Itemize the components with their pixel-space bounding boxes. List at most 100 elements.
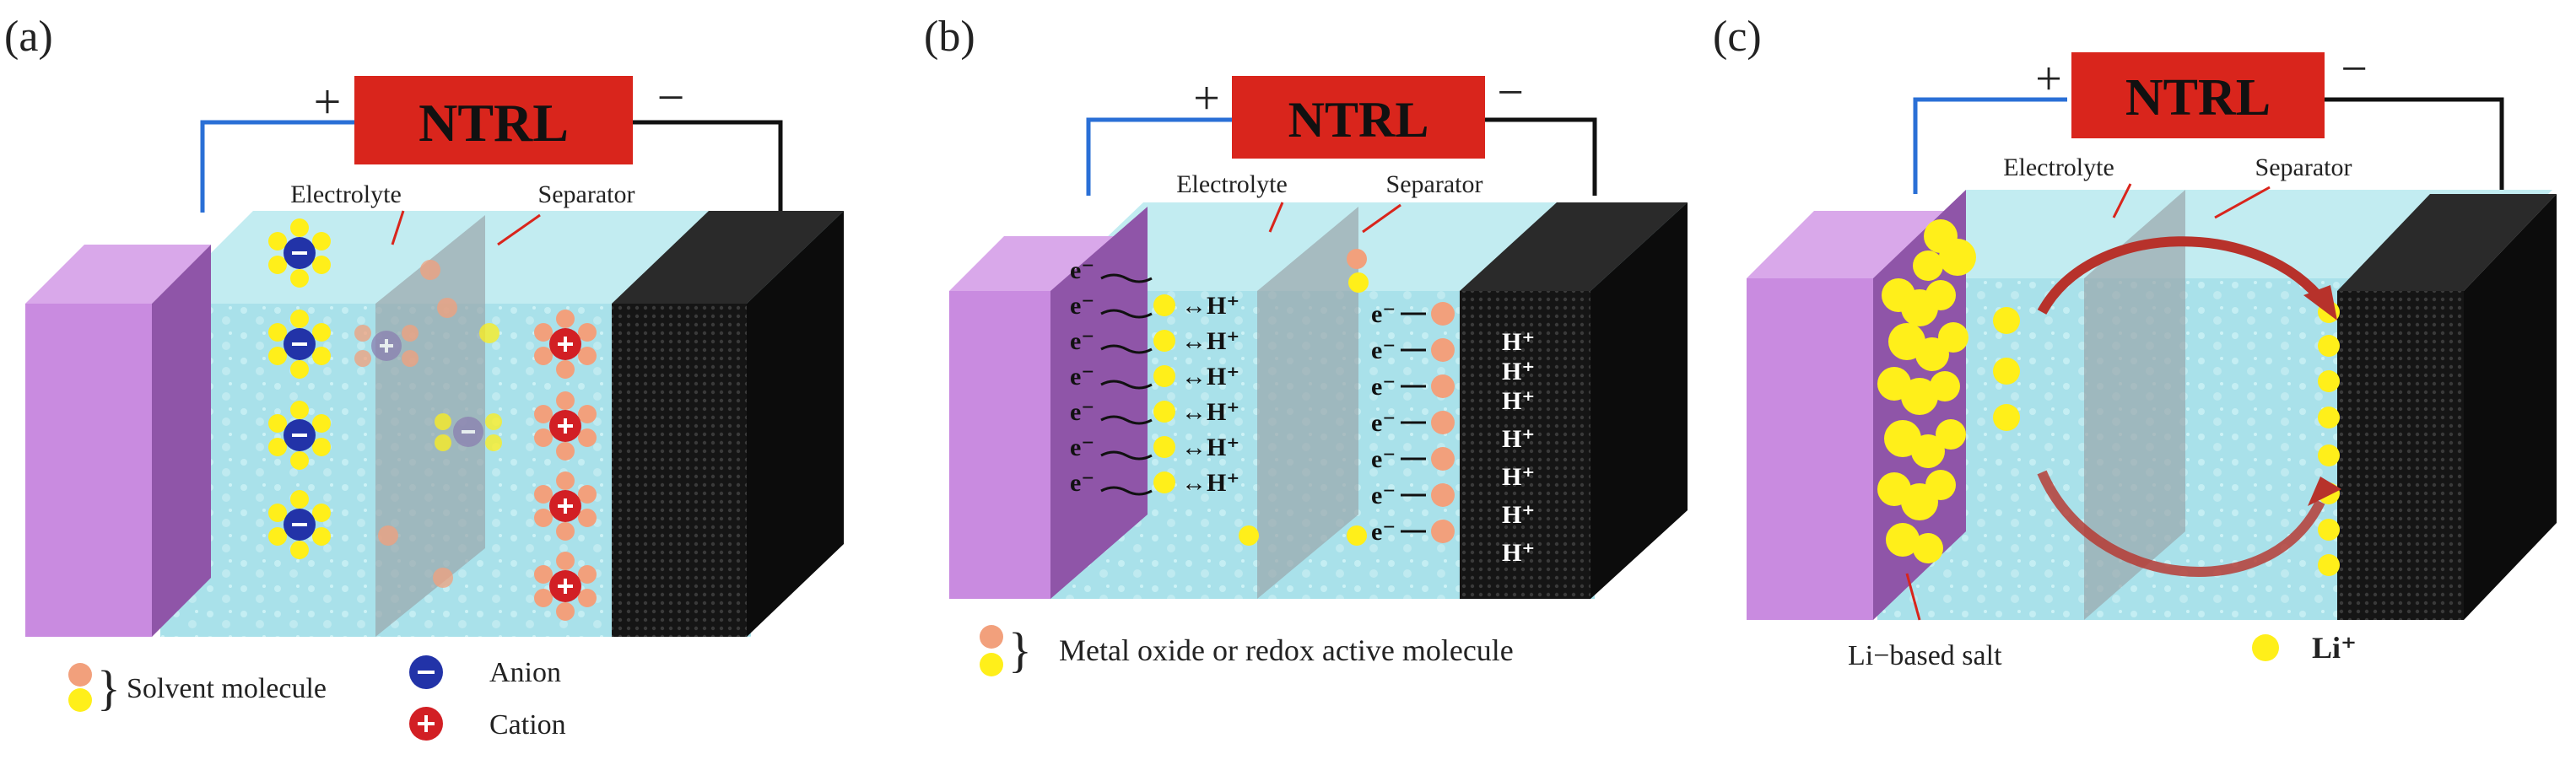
svg-text:e⁻: e⁻ [1371,482,1396,509]
legend-molecule-yellow [980,653,1003,676]
panel-b-minus-sign: − [1497,67,1524,119]
panel-c-arrow-bottom [2037,470,2325,577]
panel-a-plus-sign: + [314,74,342,129]
panel-b-legend: } Metal oxide or redox active molecule [980,622,1514,677]
panel-b-electrolyte-label: Electrolyte [1176,170,1288,198]
legend-solvent-label: Solvent molecule [127,673,327,704]
panel-c-salt-label: Li−based salt [1848,640,2002,671]
panel-c-separator-pointer [2214,186,2271,219]
cation-cluster [534,552,597,621]
cation-cluster [534,391,597,461]
panel-a-minus-sign: − [657,70,685,125]
legend-molecule-label: Metal oxide or redox active molecule [1059,633,1514,667]
panel-b-ntrl-label: NTRL [1288,92,1429,148]
anion-cluster [268,310,331,379]
cation-cluster [534,471,597,541]
panel-b-letter: (b) [924,13,975,61]
svg-text:↔H⁺: ↔H⁺ [1181,363,1239,391]
panel-c-right-electrode-side [2464,194,2557,620]
panel-b-right-reactions: e⁻e⁻ e⁻e⁻ e⁻e⁻ e⁻ H⁺H⁺H⁺ H⁺H⁺H⁺ H⁺ [1239,249,1535,567]
svg-text:H⁺: H⁺ [1502,501,1535,529]
svg-text:e⁻: e⁻ [1371,300,1396,328]
panel-c: (c) NTRL + − Electrolyte Separator [1713,13,2557,671]
panel-b-left-electrode-side [1050,207,1148,599]
cation-cluster [534,310,597,379]
panel-a-electrolyte-label: Electrolyte [290,180,402,208]
svg-text:↔H⁺: ↔H⁺ [1181,398,1239,426]
anion-cluster [268,218,331,288]
svg-text:H⁺: H⁺ [1502,358,1535,385]
panel-a-anion-clusters [268,218,331,559]
svg-text:e⁻: e⁻ [1371,445,1396,473]
panel-a-wire-right [629,120,783,213]
right-arrows [1401,312,1426,533]
left-redox-beads [1153,294,1175,493]
panel-c-plus-sign: + [2035,53,2062,105]
panel-a-separator-pointer [497,213,541,246]
panel-a-right-electrode-top [612,211,844,304]
panel-a-right-electrode-front [612,304,747,637]
panel-a-left-electrode-side [152,245,211,637]
legend-solvent-orange [68,663,92,687]
panel-c-arrowhead-bottom [2308,477,2341,506]
panel-a: (a) NTRL + − Electrolyte Separator [4,13,844,741]
svg-text:e⁻: e⁻ [1070,469,1094,497]
panel-a-separator [375,215,485,637]
panel-a-wire-left [200,120,354,213]
panel-c-right-electrode-top [2337,194,2557,291]
panel-b-right-electrode-front [1460,291,1590,599]
panel-b-separator-label: Separator [1386,170,1483,198]
legend-anion-label: Anion [489,657,561,688]
panel-a-middle-ions [354,260,502,588]
svg-text:e⁻: e⁻ [1371,373,1396,401]
panel-c-separator-label: Separator [2255,154,2352,181]
anion-cluster [268,490,331,559]
svg-text:e⁻: e⁻ [1070,256,1094,284]
panel-c-minus-sign: − [2341,43,2368,95]
svg-text:H⁺: H⁺ [1502,387,1535,415]
legend-li-label: Li⁺ [2312,631,2357,665]
panel-c-legend: Li⁺ [2252,631,2357,665]
svg-text:e⁻: e⁻ [1070,398,1094,426]
panel-a-ntrl-label: NTRL [419,93,569,153]
svg-text:↔H⁺: ↔H⁺ [1181,469,1239,497]
panel-c-left-electrode-front [1747,278,1873,620]
right-h-plus-labels: H⁺H⁺H⁺ H⁺H⁺H⁺ H⁺ [1502,328,1535,567]
panel-a-right-electrode-side [747,211,844,637]
panel-c-letter: (c) [1713,13,1762,61]
panel-b-plus-sign: + [1193,73,1220,125]
panel-a-legend: } Solvent molecule Anion Cation [68,655,566,741]
legend-molecule-orange [980,625,1003,649]
svg-text:e⁻: e⁻ [1070,292,1094,320]
panel-c-ntrl-label: NTRL [2125,69,2271,127]
panel-c-separator [2084,190,2185,620]
panel-c-li-ions-left [1993,307,2020,431]
panel-a-cation-clusters [534,310,597,621]
panel-c-arrowhead-top [2303,285,2337,321]
panel-c-salt-blobs [1877,219,1976,563]
svg-text:↔H⁺: ↔H⁺ [1181,434,1239,461]
svg-text:e⁻: e⁻ [1070,327,1094,355]
legend-cation-label: Cation [489,709,566,741]
panel-a-left-electrode-front [25,304,152,637]
panel-a-letter: (a) [4,13,53,61]
panel-b-electrolyte-pointer [1268,202,1284,233]
left-electron-arrows [1100,273,1153,496]
panel-c-ntrl-box [2071,52,2325,138]
anion-cluster [268,401,331,470]
panel-b-separator [1257,207,1358,599]
svg-text:e⁻: e⁻ [1070,434,1094,461]
panel-c-right-electrode-front [2337,291,2464,620]
right-redox-beads [1239,249,1455,546]
svg-text:H⁺: H⁺ [1502,328,1535,356]
panel-b-left-reactions: e⁻e⁻ e⁻e⁻ e⁻e⁻ e⁻ ↔H⁺↔H⁺ ↔H⁺↔H⁺ ↔H⁺↔H⁺ [1070,256,1239,497]
panel-c-wire-left [1913,97,2067,194]
panel-a-left-electrode-top [25,245,211,304]
panel-a-ntrl-box [354,76,633,164]
panel-b-right-electrode-top [1460,202,1688,291]
svg-text:↔H⁺: ↔H⁺ [1181,327,1239,355]
legend-li-icon [2252,634,2279,661]
panel-a-electrolyte-pointer [391,210,405,245]
svg-text:H⁺: H⁺ [1502,539,1535,567]
